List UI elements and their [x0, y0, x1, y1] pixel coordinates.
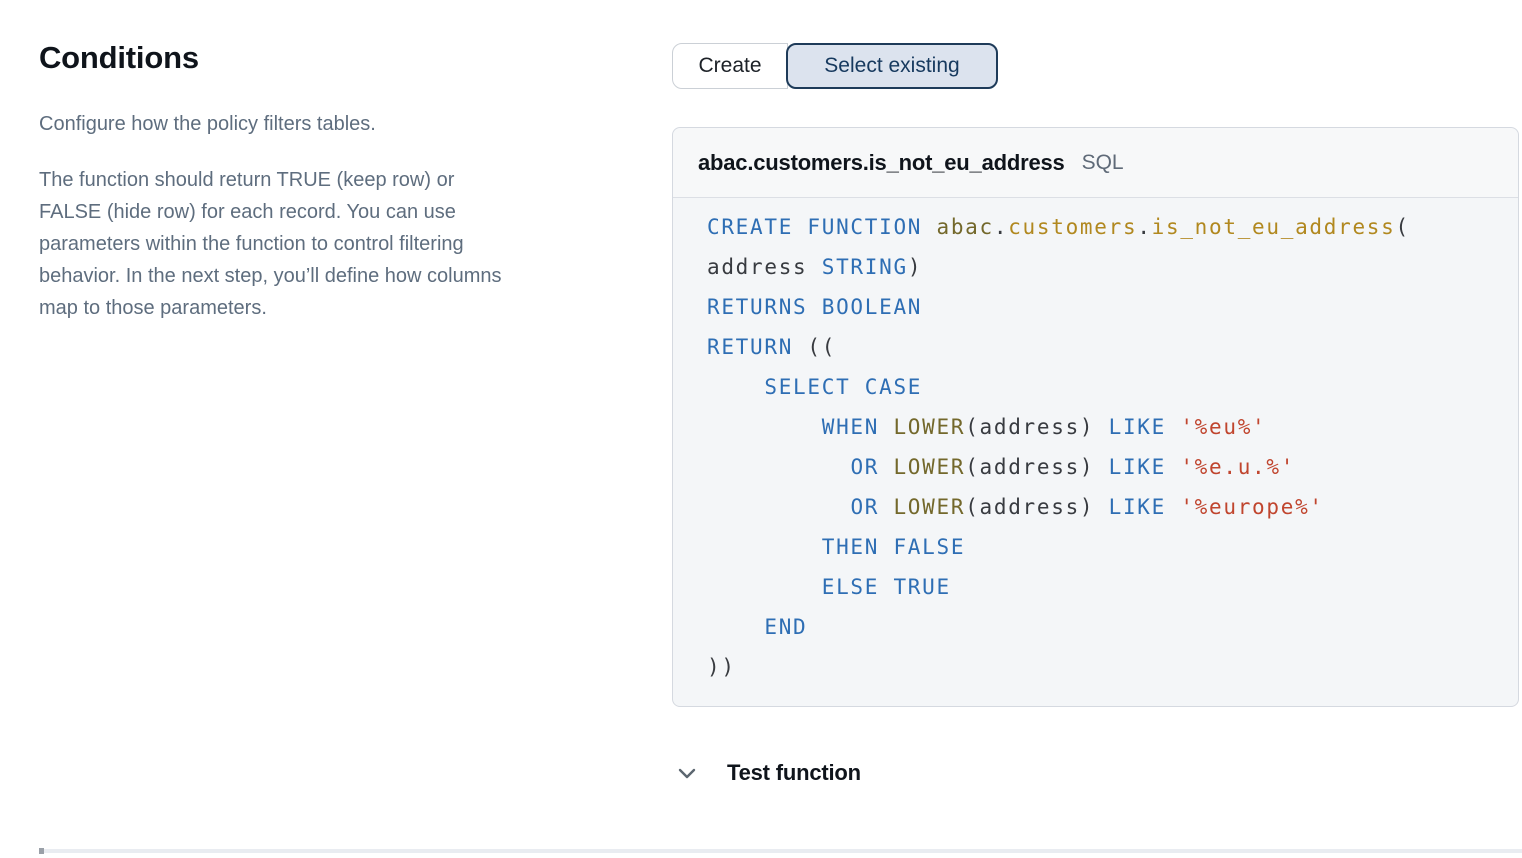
page-title: Conditions: [39, 40, 199, 75]
code-line: SELECT CASE: [764, 375, 923, 399]
bottom-divider: [39, 849, 1522, 853]
conditions-section: Conditions Configure how the policy filt…: [39, 38, 643, 324]
function-panel-header: abac.customers.is_not_eu_address SQL: [673, 128, 1518, 198]
bottom-divider-cap: [39, 848, 44, 854]
select-existing-tab-button[interactable]: Select existing: [786, 43, 998, 89]
intro-text: Configure how the policy filters tables.: [39, 113, 376, 135]
test-function-label: Test function: [727, 760, 861, 785]
code-line: WHEN LOWER(address) LIKE '%eu%': [821, 415, 1267, 439]
code-line: address STRING): [707, 255, 923, 279]
function-mode-toggle: Create Select existing: [672, 43, 998, 89]
code-line: OR LOWER(address) LIKE '%europe%': [850, 495, 1324, 519]
code-line: CREATE FUNCTION abac.customers.is_not_eu…: [707, 215, 1410, 239]
code-line: )): [707, 655, 736, 679]
code-line: RETURNS BOOLEAN: [707, 295, 923, 319]
code-line: RETURN ((: [707, 335, 837, 359]
code-line: ELSE TRUE: [821, 575, 951, 599]
sql-code: CREATE FUNCTION abac.customers.is_not_eu…: [673, 198, 1518, 687]
code-line: THEN FALSE: [821, 535, 966, 559]
language-badge: SQL: [1081, 150, 1124, 174]
description-text: The function should return TRUE (keep ro…: [39, 169, 502, 319]
function-code-panel: abac.customers.is_not_eu_address SQL CRE…: [672, 127, 1519, 707]
code-line: END: [764, 615, 808, 639]
create-tab-button[interactable]: Create: [672, 43, 788, 89]
code-line: OR LOWER(address) LIKE '%e.u.%': [850, 455, 1296, 479]
chevron-down-icon: [678, 768, 696, 778]
test-function-toggle[interactable]: Test function: [678, 752, 861, 794]
function-name: abac.customers.is_not_eu_address: [698, 149, 1065, 175]
